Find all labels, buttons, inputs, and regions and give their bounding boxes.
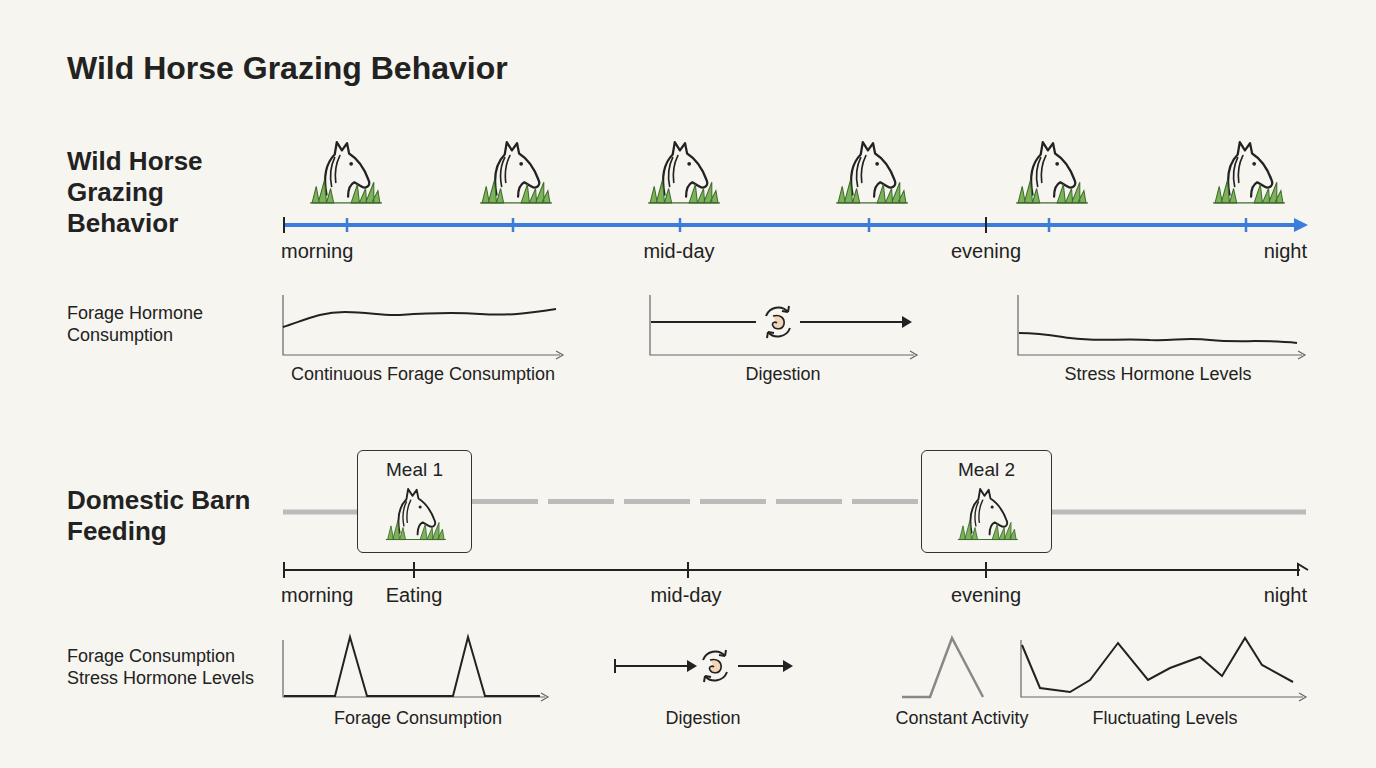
time-label: night bbox=[1264, 239, 1307, 263]
time-label: mid-day bbox=[643, 239, 714, 263]
meal-box: Meal 2 bbox=[921, 450, 1052, 553]
chart-caption: Digestion bbox=[745, 364, 820, 386]
time-label: evening bbox=[951, 239, 1021, 263]
meal-box: Meal 1 bbox=[357, 450, 472, 553]
row-label: Forage Hormone Consumption bbox=[67, 303, 242, 346]
chart-caption: Fluctuating Levels bbox=[1092, 708, 1237, 730]
chart-caption: Constant Activity bbox=[895, 708, 1028, 730]
chart-caption: Continuous Forage Consumption bbox=[291, 364, 555, 386]
time-label: mid-day bbox=[650, 583, 721, 607]
horse-icon bbox=[376, 483, 454, 543]
box-label: Meal 2 bbox=[932, 459, 1041, 481]
chart-caption: Forage Consumption bbox=[334, 708, 502, 730]
time-label: night bbox=[1264, 583, 1307, 607]
time-label: morning bbox=[281, 583, 353, 607]
timeline-connector bbox=[472, 501, 921, 502]
horse-icon bbox=[948, 483, 1026, 543]
section-heading: Wild Horse Grazing Behavior bbox=[67, 146, 237, 240]
chart-caption: Stress Hormone Levels bbox=[1064, 364, 1251, 386]
time-label: evening bbox=[951, 583, 1021, 607]
chart-caption: Digestion bbox=[665, 708, 740, 730]
box-label: Meal 1 bbox=[368, 459, 461, 481]
section-heading: Domestic Barn Feeding bbox=[67, 485, 267, 547]
page-title: Wild Horse Grazing Behavior bbox=[67, 49, 508, 87]
row-label: Forage Consumption Stress Hormone Levels bbox=[67, 646, 279, 689]
time-label: morning bbox=[281, 239, 353, 263]
time-label: Eating bbox=[386, 583, 443, 607]
